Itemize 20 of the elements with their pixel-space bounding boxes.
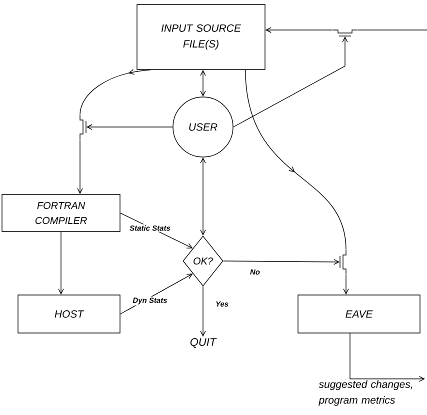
connector-arrow [58,232,64,295]
connector-arrow [200,286,206,337]
connector-arrow [86,124,173,130]
process-box: INPUT SOURCE FILE(S) [136,4,266,70]
switch-drawing [340,250,346,274]
switch-drawing [332,30,358,36]
end-text: QUIT [190,338,217,348]
connector-arrow [200,157,206,236]
process-box: EAVE [298,294,420,334]
switch-drawing [80,114,86,140]
connector-arrow [200,70,206,97]
output-note: suggested changes, program metrics [318,380,412,406]
connector-arrow [265,27,333,33]
process-box: FORTRAN COMPILER [2,194,120,232]
connector-arrow [77,139,83,194]
connector-arrow [343,274,349,295]
connector-arrow [350,333,425,382]
connector-arrow [233,36,348,128]
process-box: HOST [18,294,120,334]
connector-arrow [223,259,340,265]
